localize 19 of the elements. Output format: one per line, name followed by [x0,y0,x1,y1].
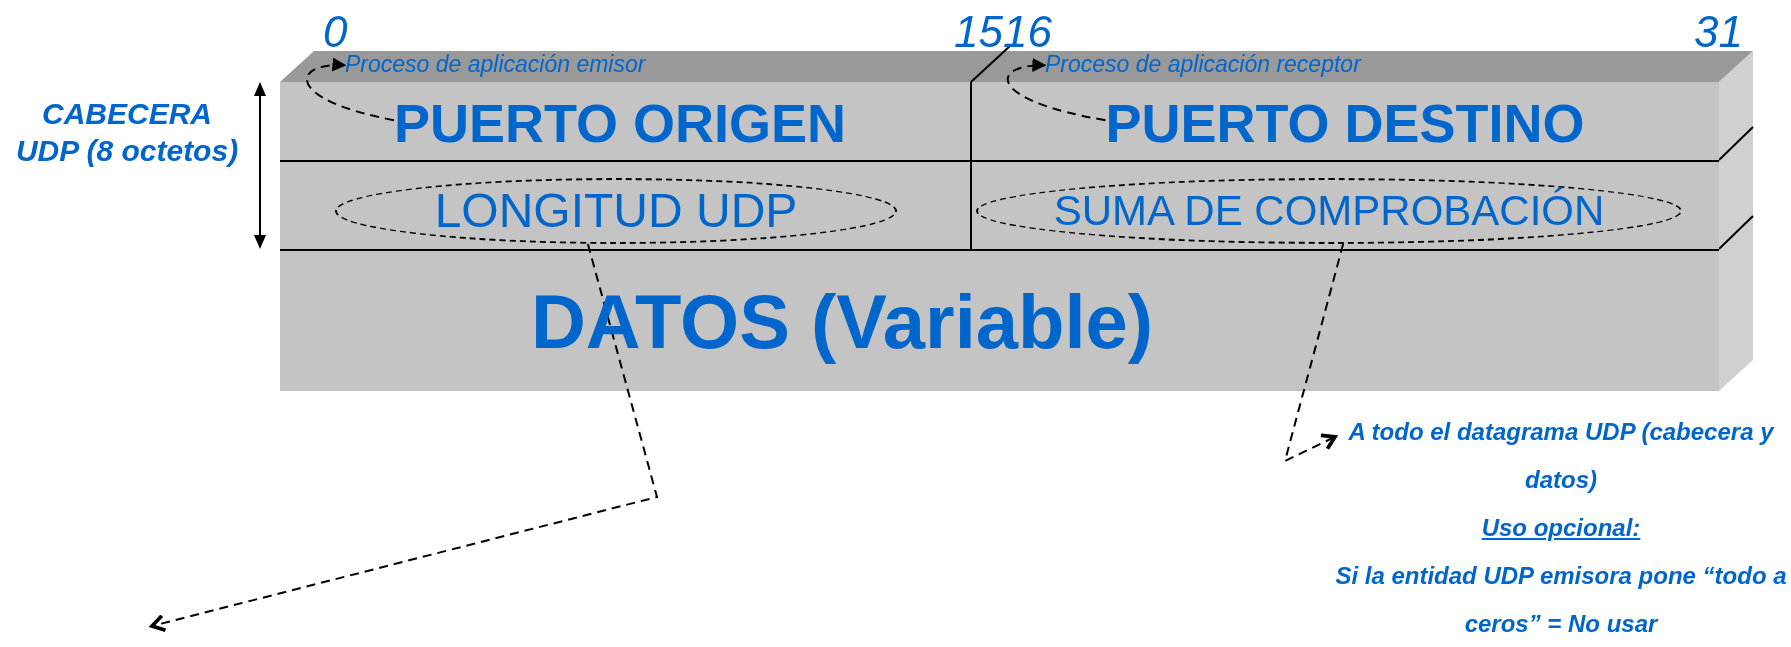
field-name: PUERTO ORIGEN [393,94,847,152]
dashed-arrow [1006,58,1107,122]
header-size-label: CABECERA UDP (8 octetos) [14,96,240,169]
bit-number: 0 [323,10,348,54]
data-field-name: DATOS (Variable) [530,282,1154,362]
dashed-arrow [1283,243,1345,463]
process-label: Proceso de aplicación receptor [1045,52,1361,77]
field-name: LONGITUD UDP [434,187,798,235]
bit-number: 15 [954,10,1003,54]
field-name: PUERTO DESTINO [1105,94,1585,152]
bit-number: 31 [1694,10,1743,54]
bit-number: 16 [1003,10,1052,54]
dashed-arrow [305,58,395,122]
dashed-arrow [150,243,659,633]
process-label: Proceso de aplicación emisor [345,52,646,77]
dashed-ellipse [335,178,897,244]
note-heading: Uso opcional: [1481,513,1641,543]
note-text: A todo el datagrama UDP (cabecera y datos) [1347,417,1776,495]
note-text: Si la entidad UDP emisora pone “todo a ceros” = No usar [1335,561,1787,639]
